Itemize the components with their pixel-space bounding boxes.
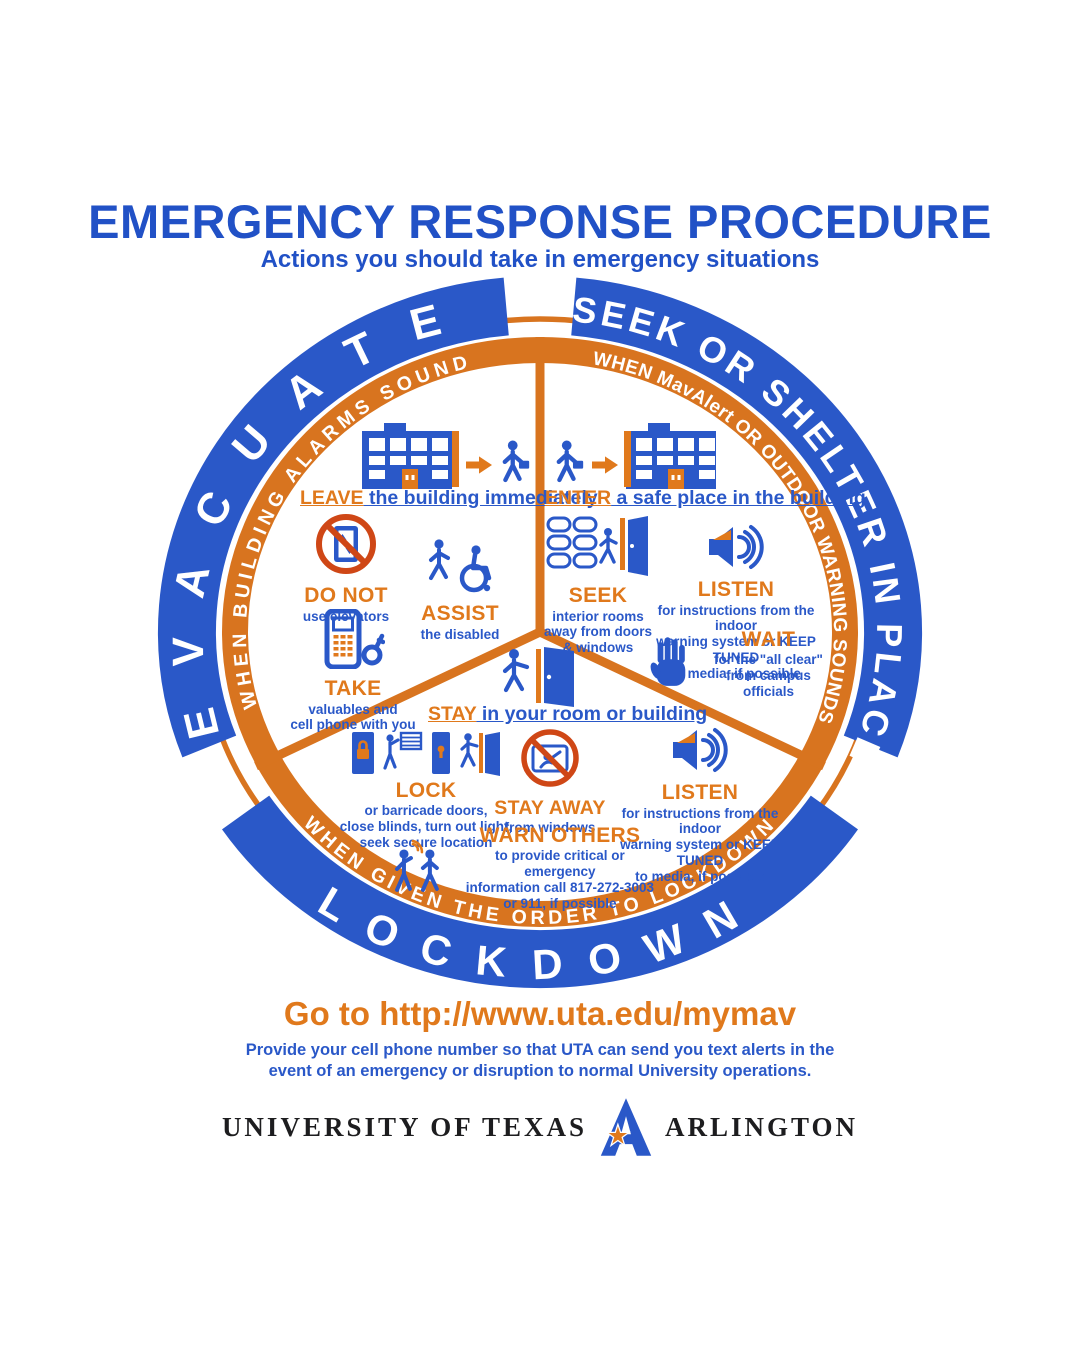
seek-text-line2: away from doors	[543, 624, 653, 640]
no-window-icon	[521, 729, 579, 787]
interior-rooms-icon	[546, 516, 648, 576]
lockdown-arc-band	[222, 795, 858, 988]
wait-line2: from campus officials	[726, 667, 811, 699]
shelter-headline-rest: a safe place in the building	[611, 487, 866, 509]
warn-line1: to provide critical or emergency	[495, 848, 625, 879]
wait-keyword: WAIT	[741, 628, 796, 651]
listen-lockdown-line3: to media, if possible	[635, 869, 765, 885]
item-take: TAKE valuables and cell phone with you	[282, 608, 424, 733]
item-listen-shelter: LISTEN for instructions from the indoor …	[642, 524, 830, 682]
seek-text-line1: interior rooms	[552, 608, 644, 624]
item-stay-away: STAY AWAY from windows	[494, 727, 606, 836]
listen-lockdown-line2: warning system or KEEP TUNED	[620, 837, 780, 869]
arrow-right-icon	[592, 456, 618, 474]
stay-door-icons	[494, 645, 582, 707]
item-wait: WAIT for the "all clear" from campus off…	[650, 628, 835, 700]
wait-line1: for the "all clear"	[714, 652, 823, 667]
evacuate-arc-band	[157, 277, 509, 758]
page-title: EMERGENCY RESPONSE PROCEDURE	[88, 195, 992, 248]
seek-keyword: SEEK	[568, 584, 628, 608]
speaker-icon	[709, 525, 764, 569]
listen-shelter-line2: warning system or KEEP TUNED	[656, 634, 816, 666]
item-seek: SEEK interior rooms away from doors & wi…	[536, 516, 660, 656]
lock-line1: or barricade doors,	[364, 803, 488, 819]
footer-note: Provide your cell phone number so that U…	[245, 1041, 835, 1081]
warn-others-icon	[394, 839, 439, 892]
take-text-line1: valuables and	[308, 701, 398, 717]
shelter-arc-band	[571, 277, 923, 758]
walking-person-icon	[502, 440, 530, 483]
lock-line3: seek secure location	[359, 834, 493, 850]
no-elevator-icon	[316, 514, 376, 574]
walking-person-icon	[556, 440, 584, 483]
evacuate-headline: LEAVE the building immediately	[300, 487, 598, 510]
item-listen-lockdown: LISTEN for instructions from the indoor …	[606, 727, 794, 885]
person-closing-door-icon	[460, 732, 500, 776]
do-not-keyword: DO NOT	[304, 584, 388, 608]
assist-disabled-icon	[429, 539, 492, 593]
evacuate-headline-rest: the building immediately	[363, 487, 598, 509]
stay-away-text: from windows	[504, 819, 596, 835]
item-assist: ASSIST the disabled	[404, 538, 516, 642]
listen-lockdown-line1: for instructions from the indoor	[621, 805, 779, 837]
door-keyhole-icon	[432, 732, 450, 774]
assist-keyword: ASSIST	[421, 602, 499, 626]
close-blinds-icon	[383, 731, 423, 770]
locked-door-icon	[352, 732, 374, 774]
listen-shelter-keyword: LISTEN	[697, 578, 775, 602]
wait-hand-icon	[650, 637, 686, 686]
uta-logo: UNIVERSITY OF TEXAS ARLINGTON	[0, 1098, 1080, 1156]
arrow-right-icon	[466, 456, 492, 474]
item-warn-others: WARN OTHERS to provide critical or emerg…	[392, 824, 662, 912]
lock-keyword: LOCK	[395, 779, 457, 802]
wedge-divider-left	[254, 627, 542, 771]
logo-text-left: UNIVERSITY OF TEXAS	[221, 1111, 588, 1142]
lock-doors-icon	[336, 730, 516, 776]
warn-line2: information call 817-272-3003	[465, 879, 655, 895]
listen-shelter-line1: for instructions from the indoor	[657, 602, 815, 634]
uta-a-star-logo-icon	[600, 1098, 652, 1156]
lock-line2: close blinds, turn out light,	[339, 819, 513, 835]
listen-lockdown-keyword: LISTEN	[661, 781, 739, 805]
stay-away-keyword: STAY AWAY	[494, 797, 606, 820]
take-text-line2: cell phone with you	[290, 717, 416, 733]
seek-text-line3: & windows	[562, 640, 634, 656]
building-icon	[624, 423, 716, 489]
speaker-icon	[673, 728, 728, 772]
shelter-headline: ENTER a safe place in the building	[545, 487, 866, 510]
do-not-text: use elevators	[302, 608, 390, 624]
logo-text-right: ARLINGTON	[665, 1111, 859, 1142]
wedge-divider-right	[538, 627, 826, 771]
item-lock: LOCK or barricade doors, close blinds, t…	[336, 730, 516, 851]
assist-text: the disabled	[420, 626, 500, 642]
person-at-door-icon	[502, 647, 574, 707]
item-do-not: DO NOT use elevators	[288, 512, 404, 624]
shelter-headline-lead: ENTER	[545, 487, 612, 509]
phone-and-keys-icon	[324, 608, 386, 670]
evacuate-headline-lead: LEAVE	[300, 487, 364, 509]
building-icon	[362, 423, 459, 489]
lockdown-headline-lead: STAY	[428, 703, 477, 725]
mymav-url-text: Go to http://www.uta.edu/mymav	[283, 995, 797, 1032]
warn-line3: or 911, if possible	[503, 895, 617, 911]
leave-building-icons	[356, 419, 536, 491]
enter-building-icons	[548, 419, 728, 491]
listen-shelter-line3: to media, if possible	[671, 666, 801, 682]
warn-others-keyword: WARN OTHERS	[479, 824, 641, 847]
lockdown-headline: STAY in your room or building	[428, 703, 707, 726]
lockdown-headline-rest: in your room or building	[476, 703, 708, 725]
take-keyword: TAKE	[324, 677, 382, 701]
page-subtitle: Actions you should take in emergency sit…	[260, 246, 820, 273]
